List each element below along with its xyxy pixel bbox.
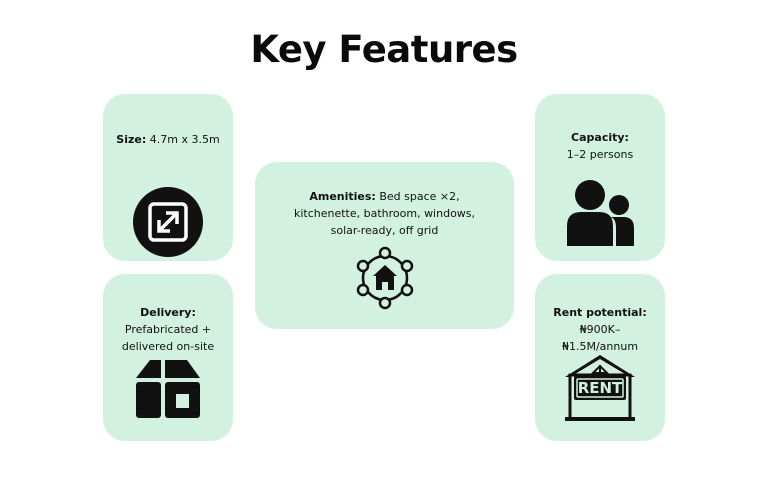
capacity-value: 1–2 persons <box>566 148 634 161</box>
rent-text: Rent potential: ₦900K– ₦1.5M/annum <box>535 304 665 355</box>
prefab-house-icon <box>136 360 200 418</box>
page-title: Key Features <box>250 28 518 71</box>
feature-card-capacity: Capacity: 1–2 persons <box>535 94 665 261</box>
amenities-text: Amenities: Bed space ×2, kitchenette, ba… <box>285 188 484 239</box>
size-text: Size: 4.7m x 3.5m <box>103 131 233 148</box>
feature-card-size: Size: 4.7m x 3.5m <box>103 94 233 261</box>
house-network-icon <box>356 246 413 310</box>
people-icon <box>567 180 634 246</box>
feature-card-delivery: Delivery: Prefabricated + delivered on-s… <box>103 274 233 441</box>
capacity-text: Capacity: 1–2 persons <box>535 129 665 163</box>
delivery-text: Delivery: Prefabricated + delivered on-s… <box>103 304 233 355</box>
feature-card-rent-potential: Rent potential: ₦900K– ₦1.5M/annum RENT <box>535 274 665 441</box>
size-value: 4.7m x 3.5m <box>149 133 220 146</box>
rent-sign-text: RENT <box>578 379 623 397</box>
rent-label: Rent potential: <box>553 306 647 319</box>
capacity-label: Capacity: <box>571 131 629 144</box>
rent-line-2: ₦1.5M/annum <box>561 340 639 353</box>
delivery-line-1: Prefabricated + <box>124 323 212 336</box>
amenities-label: Amenities: <box>309 190 376 203</box>
amenities-line-3: solar-ready, off grid <box>330 224 439 237</box>
feature-card-amenities: Amenities: Bed space ×2, kitchenette, ba… <box>255 162 514 329</box>
rent-line-1: ₦900K– <box>579 323 621 336</box>
amenities-line-2: kitchenette, bathroom, windows, <box>293 207 476 220</box>
size-label: Size: <box>116 133 147 146</box>
delivery-line-2: delivered on-site <box>121 340 215 353</box>
amenities-line-1: Bed space ×2, <box>379 190 460 203</box>
delivery-label: Delivery: <box>140 306 196 319</box>
resize-expand-icon <box>133 187 203 257</box>
rent-sign-house-icon: RENT <box>565 355 635 421</box>
